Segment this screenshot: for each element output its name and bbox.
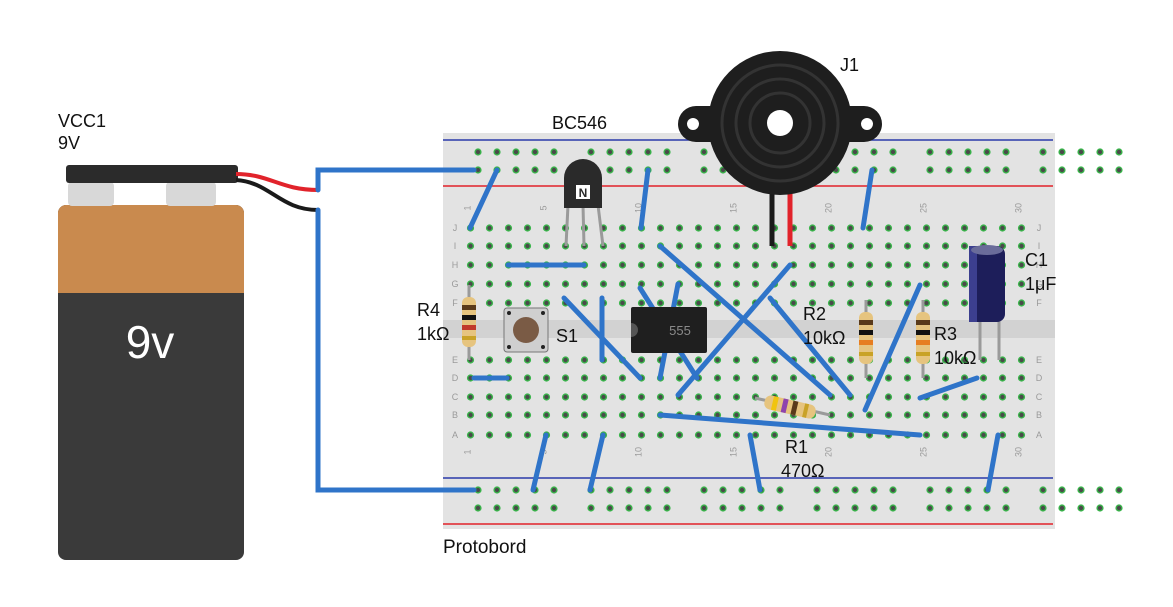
capacitor-body: [969, 246, 1005, 322]
row-letter: J: [1037, 223, 1042, 233]
r2-ref: R2: [803, 304, 826, 324]
row-letter: A: [452, 430, 458, 440]
battery-snap-cap: [66, 165, 238, 183]
row-letter: A: [1036, 430, 1042, 440]
wire: [860, 167, 875, 231]
row-letter: H: [1036, 260, 1043, 270]
wire: [747, 432, 763, 493]
ic-555: 555: [631, 307, 707, 353]
wire-battery-negative: [315, 207, 477, 493]
breadboard-label: Protobord: [443, 537, 526, 558]
transistor-label: BC546: [552, 113, 607, 133]
wire: [638, 167, 651, 231]
r4-ref: R4: [417, 300, 440, 320]
row-letter: J: [453, 223, 458, 233]
battery-ref-label: VCC1: [58, 111, 106, 131]
c1-ref: C1: [1025, 250, 1048, 270]
battery-black-lead: [235, 178, 319, 212]
row-letter: D: [1036, 373, 1043, 383]
row-letter: B: [1036, 410, 1042, 420]
column-number: 1: [463, 205, 473, 210]
r4-value: 1kΩ: [417, 324, 449, 344]
column-number: 20: [824, 203, 834, 213]
transistor-body: [564, 159, 602, 208]
wire: [767, 295, 853, 398]
svg-text:N: N: [579, 186, 588, 200]
row-letter: E: [1036, 355, 1042, 365]
wire: [657, 412, 923, 438]
row-letter: G: [1035, 279, 1042, 289]
row-letter: G: [451, 279, 458, 289]
r2-value: 10kΩ: [803, 328, 845, 348]
battery-body: [58, 205, 244, 560]
column-number: 20: [824, 447, 834, 457]
wire: [530, 432, 549, 493]
column-number: 10: [634, 447, 644, 457]
battery-voltage-label: 9V: [58, 133, 80, 153]
r3-ref: R3: [934, 324, 957, 344]
buzzer-label: J1: [840, 55, 859, 75]
row-letter: H: [452, 260, 459, 270]
column-number: 15: [729, 447, 739, 457]
r3-value: 10kΩ: [934, 348, 976, 368]
row-letter: C: [1036, 392, 1043, 402]
resistor-r3: R3 10kΩ: [916, 300, 976, 378]
battery-red-lead: [235, 172, 319, 192]
row-letter: D: [452, 373, 459, 383]
c1-value: 1μF: [1025, 274, 1056, 294]
wire: [985, 432, 1001, 493]
switch-button: [513, 317, 539, 343]
row-letter: E: [452, 355, 458, 365]
column-number: 1: [463, 449, 473, 454]
column-number: 30: [1014, 447, 1024, 457]
battery-terminal-negative: [68, 182, 114, 206]
row-letter: I: [454, 241, 457, 251]
column-number: 10: [634, 203, 644, 213]
capacitor-c1: C1 1μF: [969, 245, 1056, 360]
transistor-bc546: N BC546: [552, 113, 607, 247]
column-number: 5: [539, 205, 549, 210]
ic-body: [631, 307, 707, 353]
r1-ref: R1: [785, 437, 808, 457]
wire: [675, 262, 793, 398]
wire: [917, 375, 980, 401]
column-number: 25: [919, 203, 929, 213]
pushbutton-s1: S1: [503, 307, 578, 353]
r1-value: 470Ω: [781, 461, 825, 481]
row-letter: I: [1038, 241, 1041, 251]
wire: [862, 282, 923, 413]
battery-face-text: 9v: [126, 316, 175, 368]
switch-label: S1: [556, 326, 578, 346]
resistor-r2: R2 10kΩ: [803, 300, 873, 378]
wire: [467, 167, 500, 231]
row-letter: F: [1036, 298, 1042, 308]
battery-terminal-positive: [166, 182, 216, 206]
column-number: 30: [1014, 203, 1024, 213]
ic-marking: 555: [669, 323, 691, 338]
battery-top-band: [58, 205, 244, 293]
wire: [587, 432, 606, 493]
row-letter: B: [452, 410, 458, 420]
buzzer-j1: J1: [678, 51, 882, 246]
resistor-r1: R1 470Ω: [754, 395, 831, 481]
column-number: 25: [919, 447, 929, 457]
row-letter: C: [452, 392, 459, 402]
row-letter: F: [452, 298, 458, 308]
column-number: 15: [729, 203, 739, 213]
battery: 9v VCC1 9V: [58, 111, 319, 560]
wire-battery-positive: [315, 167, 477, 193]
resistor-r4: R4 1kΩ: [417, 285, 476, 360]
